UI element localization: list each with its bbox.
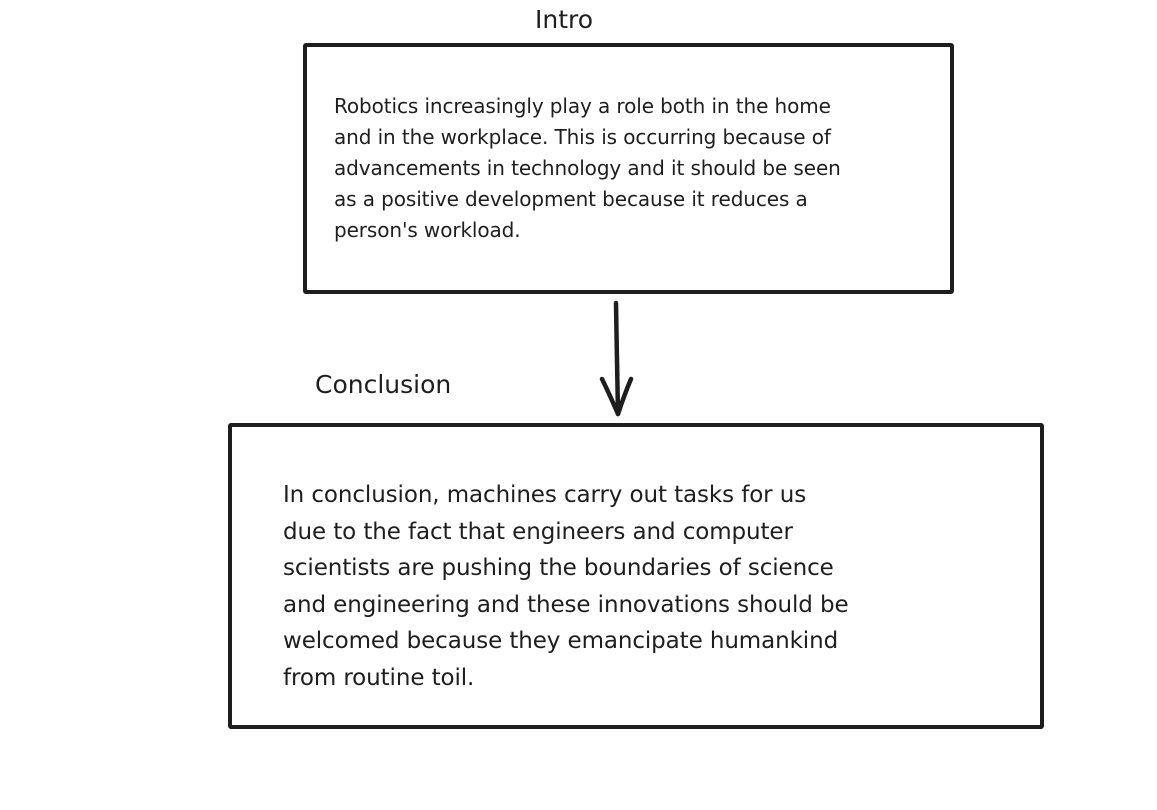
arrow-path <box>599 300 634 417</box>
intro-box: Robotics increasingly play a role both i… <box>303 43 954 294</box>
conclusion-label: Conclusion <box>315 370 452 399</box>
conclusion-box: In conclusion, machines carry out tasks … <box>228 423 1044 729</box>
arrow-shaft <box>613 300 621 417</box>
conclusion-text: In conclusion, machines carry out tasks … <box>283 482 849 691</box>
intro-text: Robotics increasingly play a role both i… <box>334 94 841 242</box>
intro-label: Intro <box>535 5 594 34</box>
arrow-head <box>599 376 634 417</box>
